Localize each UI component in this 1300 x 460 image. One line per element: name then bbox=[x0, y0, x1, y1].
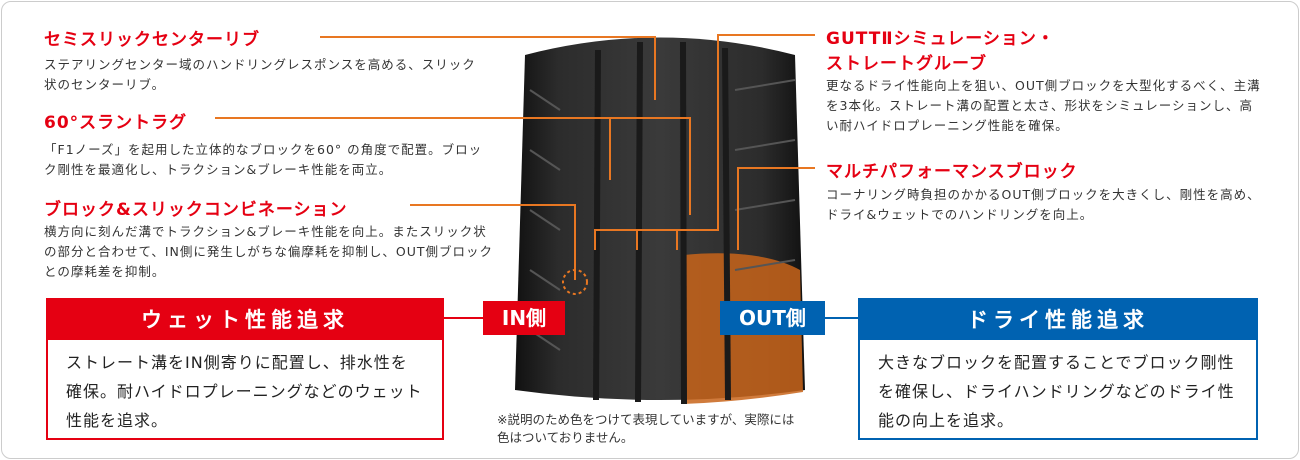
feature-title-semi-slick: セミスリックセンターリブ bbox=[44, 30, 260, 50]
color-note: ※説明のため色をつけて表現していますが、実際には色はついておりません。 bbox=[497, 412, 795, 445]
gutt-title-line2: ストレートグルーブ bbox=[826, 54, 987, 74]
feature-desc-gutt: 更なるドライ性能向上を狙い、OUT側ブロックを大型化するべく、主溝を3本化。スト… bbox=[826, 78, 1261, 133]
feature-title-block-slick: ブロック&スリックコンビネーション bbox=[44, 200, 348, 220]
feature-desc-slant-lug: 「F1ノーズ」を起用した立体的なブロックを60° の角度で配置。ブロック剛性を最… bbox=[44, 142, 483, 177]
in-side-label: IN側 bbox=[483, 301, 565, 335]
gutt-title-line1: GUTTⅡシミュレーション・ bbox=[826, 29, 1055, 49]
dry-desc: 大きなブロックを配置することでブロック剛性を確保し、ドライハンドリングなどのドラ… bbox=[878, 353, 1235, 430]
feature-title-multi-block: マルチパフォーマンスブロック bbox=[826, 162, 1078, 182]
feature-desc-semi-slick: ステアリングセンター域のハンドリングレスポンスを高める、スリック状のセンターリブ… bbox=[44, 57, 476, 92]
feature-desc-block-slick: 横方向に刻んだ溝でトラクション&ブレーキ性能を向上。またスリック状の部分と合わせ… bbox=[44, 224, 494, 279]
dry-performance-box: ドライ性能追求 大きなブロックを配置することでブロック剛性を確保し、ドライハンド… bbox=[858, 298, 1258, 440]
out-side-label: OUT側 bbox=[720, 301, 825, 335]
wet-desc: ストレート溝をIN側寄りに配置し、排水性を確保。耐ハイドロプレーニングなどのウェ… bbox=[66, 353, 423, 430]
wet-title: ウェット性能追求 bbox=[48, 300, 442, 340]
feature-title-slant-lug: 60°スラントラグ bbox=[44, 113, 188, 133]
dry-title: ドライ性能追求 bbox=[860, 300, 1256, 340]
callout-lines bbox=[215, 34, 815, 295]
feature-title-gutt: GUTTⅡシミュレーション・ ストレートグルーブ bbox=[826, 24, 1055, 74]
feature-desc-multi-block: コーナリング時負担のかかるOUT側ブロックを大きくし、剛性を高め、ドライ&ウェッ… bbox=[826, 187, 1261, 222]
wet-performance-box: ウェット性能追求 ストレート溝をIN側寄りに配置し、排水性を確保。耐ハイドロプレ… bbox=[46, 298, 444, 440]
